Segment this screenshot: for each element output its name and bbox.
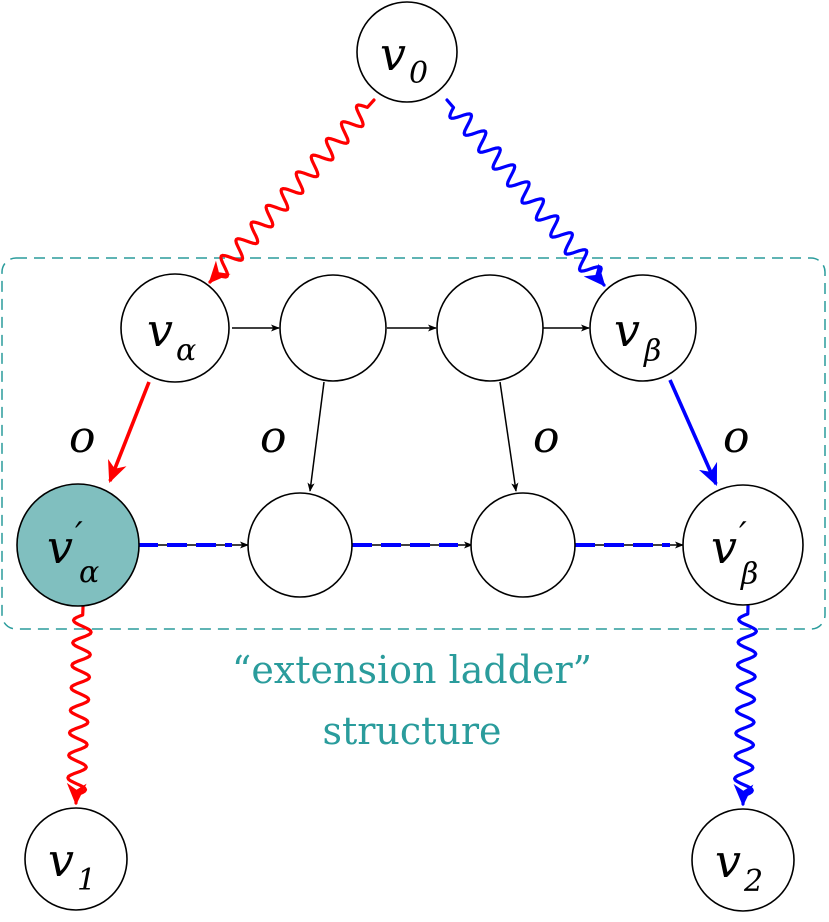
node-v-beta-base: v — [614, 303, 640, 357]
node-v-beta-prime-base: v — [711, 520, 737, 574]
edge-label-o: o — [533, 412, 560, 463]
node-v0: v 0 — [356, 1, 458, 103]
region-label-line2: structure — [322, 709, 501, 753]
node-v-beta-prime-subscript: β — [740, 557, 758, 592]
ladder-node-bottom-2 — [247, 492, 353, 598]
extension-ladder-region-box — [1, 257, 826, 630]
node-v1-base: v — [48, 833, 74, 887]
node-v1-subscript: 1 — [77, 863, 96, 898]
o-edge-top2-to-bottom2 — [307, 381, 325, 492]
node-v-beta: v β — [589, 274, 697, 382]
wavy-edge-v0-to-vbeta — [445, 98, 606, 287]
node-v-beta-prime-mark: ′ — [739, 515, 747, 555]
node-v0-base: v — [380, 27, 406, 81]
node-v-alpha-prime-subscript: α — [79, 555, 99, 590]
blue-o-edge-vbeta-to-vbeta-prime — [668, 379, 718, 487]
node-v2-base: v — [715, 834, 741, 888]
red-o-edge-valpha-to-valpha-prime — [108, 381, 151, 484]
node-v-beta-prime: v ′ β — [682, 484, 804, 606]
edge-label-o: o — [69, 412, 96, 463]
region-label-line1: “extension ladder” — [232, 648, 592, 692]
wavy-edge-vbeta-prime-to-v2 — [733, 604, 758, 807]
ladder-node-bottom-3 — [470, 492, 576, 598]
node-v-alpha-prime: v ′ α — [16, 483, 140, 607]
edge-label-o: o — [260, 412, 287, 463]
node-v-alpha-prime-base: v — [47, 520, 73, 574]
wavy-edge-valpha-prime-to-v1 — [66, 605, 93, 806]
node-v-beta-subscript: β — [643, 334, 661, 369]
node-v2: v 2 — [691, 808, 795, 912]
node-v-alpha-prime-mark: ′ — [75, 515, 83, 555]
node-v-alpha-base: v — [147, 303, 173, 357]
o-edge-top3-to-bottom3 — [499, 381, 519, 492]
node-v0-subscript: 0 — [409, 56, 428, 91]
node-v1: v 1 — [24, 807, 128, 911]
node-v2-subscript: 2 — [743, 864, 763, 899]
node-v-alpha-subscript: α — [176, 333, 196, 368]
ladder-node-top-3 — [436, 274, 544, 382]
wavy-edge-v0-to-valpha — [208, 98, 376, 284]
edge-label-o: o — [723, 412, 750, 463]
ladder-node-top-2 — [279, 274, 387, 382]
node-v-alpha: v α — [120, 273, 230, 383]
